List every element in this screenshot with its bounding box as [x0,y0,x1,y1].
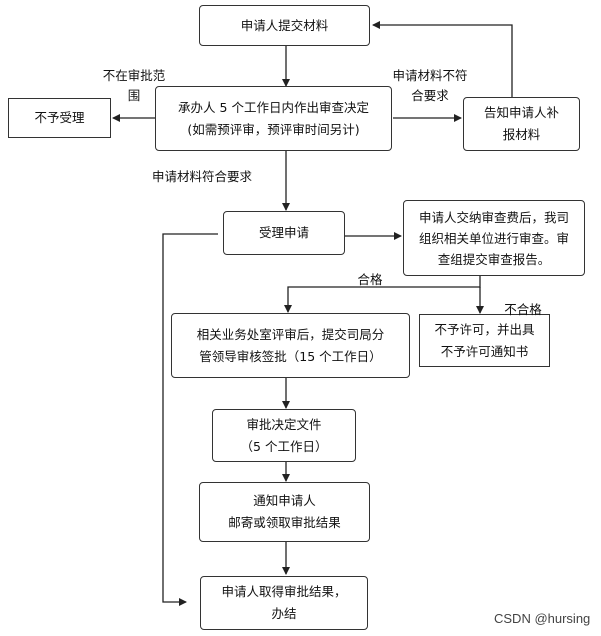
node-approval-document: 审批决定文件 （5 个工作日） [212,409,356,462]
label-compliant: 申请材料符合要求 [152,169,253,184]
node-review-decision: 承办人 5 个工作日内作出审查决定 (如需预评审，预评审时间另计) [155,86,392,151]
label-not-compliant: 申请材料不符 合要求 [392,68,468,103]
node-finish: 申请人取得审批结果， 办结 [200,576,368,630]
node-deny-permit: 不予许可，并出具 不予许可通知书 [419,314,550,367]
label-out-of-scope: 不在审批范 围 [102,68,166,103]
label-fail: 不合格 [504,302,542,317]
node-submit-materials: 申请人提交材料 [199,5,370,46]
node-notify-mail: 通知申请人 邮寄或领取审批结果 [199,482,370,542]
node-notify-supplement: 告知申请人补 报材料 [463,97,580,151]
node-accept-application: 受理申请 [223,211,345,255]
label-pass: 合格 [357,272,383,287]
node-department-review: 相关业务处室评审后，提交司局分 管领导审核签批（15 个工作日） [171,313,410,378]
node-not-accept: 不予受理 [8,98,111,138]
watermark: CSDN @hursing [494,611,591,626]
node-pay-and-review: 申请人交纳审查费后，我司 组织相关单位进行审查。审 查组提交审查报告。 [403,200,585,276]
